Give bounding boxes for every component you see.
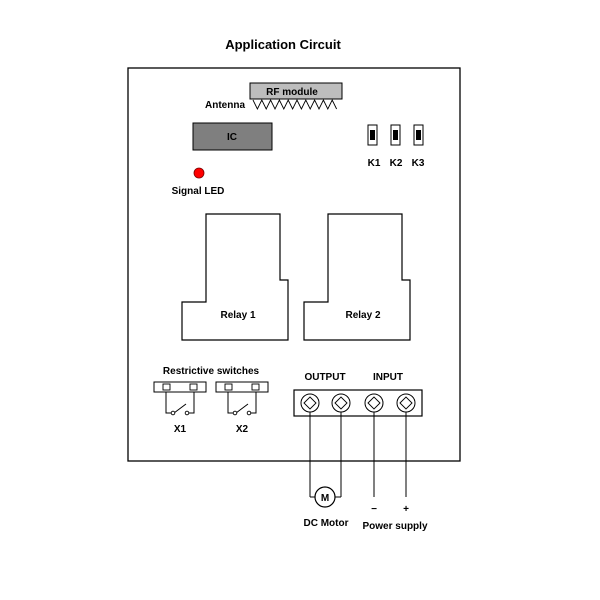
switch-x1-screw-icon bbox=[189, 383, 198, 391]
terminal-screw-input-plus bbox=[396, 393, 416, 413]
screw-slot-icon bbox=[399, 396, 413, 410]
switch-x2-screw-icon bbox=[224, 383, 233, 391]
terminal-screw-output-2 bbox=[331, 393, 351, 413]
terminal-screw-input-minus bbox=[364, 393, 384, 413]
ic-label: IC bbox=[227, 132, 237, 143]
power-supply-label: Power supply bbox=[362, 521, 427, 532]
key-k3-label: K3 bbox=[412, 158, 425, 169]
key-k3 bbox=[413, 124, 424, 146]
relay-2 bbox=[303, 213, 411, 341]
power-plus-sign: + bbox=[403, 504, 409, 515]
key-k2-label: K2 bbox=[390, 158, 403, 169]
antenna-label: Antenna bbox=[205, 100, 245, 111]
switch-x1-label: X1 bbox=[174, 424, 187, 435]
switch-x2-screw-icon bbox=[251, 383, 260, 391]
switch-x2-contact-point bbox=[246, 410, 252, 416]
power-minus-sign: − bbox=[371, 504, 377, 515]
switch-x2-label: X2 bbox=[236, 424, 249, 435]
relay-1 bbox=[181, 213, 289, 341]
switch-x2-terminal-block bbox=[215, 381, 269, 393]
switch-x1 bbox=[153, 381, 207, 416]
rf-module-box bbox=[249, 82, 343, 100]
key-k1-label: K1 bbox=[368, 158, 381, 169]
key-k2 bbox=[390, 124, 401, 146]
relay-2-label: Relay 2 bbox=[345, 310, 380, 321]
dc-motor-symbol: M bbox=[321, 493, 329, 504]
output-label: OUTPUT bbox=[304, 372, 345, 383]
switch-x1-contact-point bbox=[170, 410, 176, 416]
switch-x1-terminal-block bbox=[153, 381, 207, 393]
rf-module: RF module bbox=[249, 82, 343, 111]
key-k1-switch-icon bbox=[370, 130, 375, 140]
switch-x2 bbox=[215, 381, 269, 416]
signal-led-label: Signal LED bbox=[172, 186, 225, 197]
screw-slot-icon bbox=[303, 396, 317, 410]
key-k1 bbox=[367, 124, 378, 146]
restrictive-switches-label: Restrictive switches bbox=[163, 366, 260, 377]
switch-x1-contact-icon bbox=[165, 392, 195, 414]
input-label: INPUT bbox=[373, 372, 403, 383]
relay-1-label: Relay 1 bbox=[220, 310, 255, 321]
terminal-screw-output-1 bbox=[300, 393, 320, 413]
screw-slot-icon bbox=[334, 396, 348, 410]
key-k3-switch-icon bbox=[416, 130, 421, 140]
switch-x2-contact-point bbox=[232, 410, 238, 416]
switch-x1-screw-icon bbox=[162, 383, 171, 391]
key-k2-switch-icon bbox=[393, 130, 398, 140]
rf-module-label: RF module bbox=[266, 87, 318, 98]
signal-led-icon bbox=[193, 167, 205, 179]
switch-x2-contact-icon bbox=[227, 392, 257, 414]
screw-slot-icon bbox=[367, 396, 381, 410]
switch-x1-contact-point bbox=[184, 410, 190, 416]
antenna-coil-icon bbox=[252, 98, 338, 111]
ic-chip bbox=[192, 122, 273, 151]
diagram-title: Application Circuit bbox=[225, 37, 341, 52]
dc-motor-label: DC Motor bbox=[304, 518, 349, 529]
